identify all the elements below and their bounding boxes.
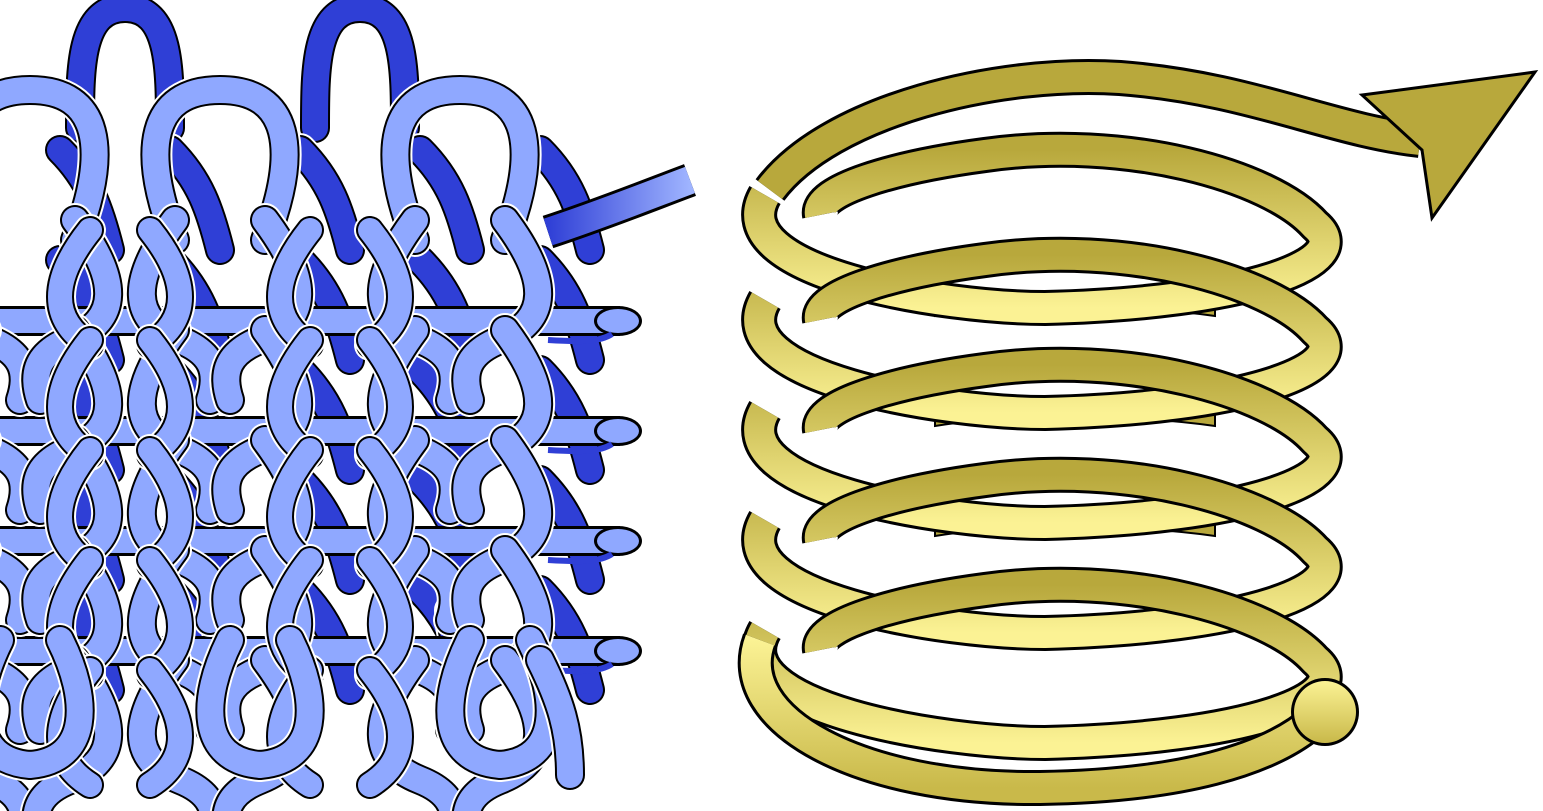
weft-end-1 <box>597 309 639 333</box>
helix-diagram <box>756 72 1535 788</box>
weft-end-3 <box>597 529 639 553</box>
weft-end-2 <box>597 419 639 443</box>
front-yarn-layer <box>0 90 570 811</box>
knit-fabric-diagram <box>0 8 690 811</box>
weft-end-4 <box>597 639 639 663</box>
helix-end-dot <box>1294 681 1356 743</box>
helix-coil-5 <box>759 585 1325 743</box>
